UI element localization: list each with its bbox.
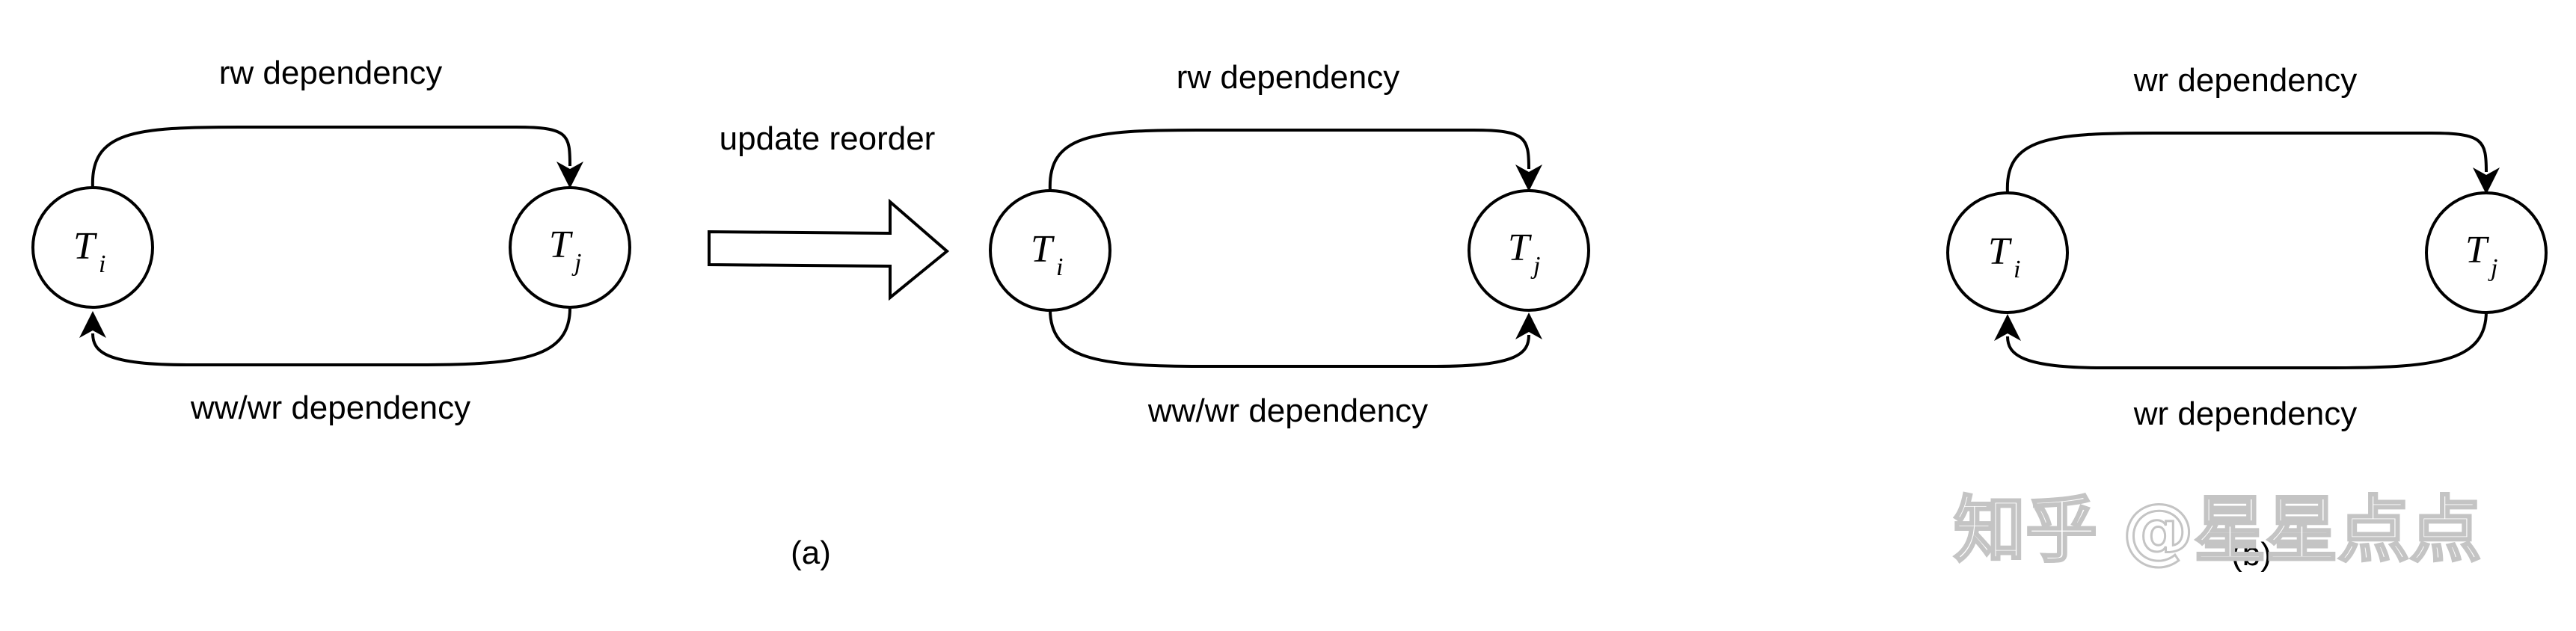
panel-a-right-graph: rw dependency ww/wr dependency T i T j bbox=[989, 59, 1590, 429]
node-ti-var: T bbox=[1031, 228, 1055, 271]
node-ti bbox=[989, 189, 1111, 312]
rw-dependency-label: rw dependency bbox=[219, 55, 442, 91]
wwwr-dependency-label: ww/wr dependency bbox=[190, 390, 470, 426]
update-reorder-transform: update reorder bbox=[708, 120, 950, 301]
watermark: 知乎 @星星点点 bbox=[1954, 488, 2481, 572]
rw-arrowhead bbox=[1515, 164, 1542, 191]
node-tj-var: T bbox=[2465, 229, 2489, 271]
wwwr-dependency-edge bbox=[91, 307, 571, 366]
node-tj-var: T bbox=[549, 224, 573, 266]
rw-dependency-edge bbox=[1048, 129, 1530, 192]
node-tj-var: T bbox=[1508, 227, 1532, 269]
node-tj bbox=[1468, 189, 1590, 312]
wwwr-dependency-label: ww/wr dependency bbox=[1147, 393, 1428, 429]
rw-arrowhead bbox=[556, 161, 583, 188]
node-ti bbox=[1946, 191, 2069, 314]
wr-dependency-top-edge bbox=[2005, 132, 2488, 194]
node-tj bbox=[2425, 191, 2548, 314]
node-ti-var: T bbox=[1988, 230, 2012, 273]
block-arrow-icon bbox=[708, 198, 950, 301]
rw-dependency-label: rw dependency bbox=[1177, 59, 1399, 96]
rw-dependency-edge bbox=[91, 126, 571, 189]
wr-dependency-bottom-label: wr dependency bbox=[2133, 395, 2357, 432]
wwwr-arrowhead bbox=[1515, 313, 1542, 339]
node-tj-sub: j bbox=[571, 249, 581, 277]
wr-bottom-arrowhead bbox=[1994, 314, 2021, 341]
wwwr-dependency-edge bbox=[1049, 309, 1530, 368]
wr-dependency-bottom-edge bbox=[2006, 310, 2488, 369]
caption-a: (a) bbox=[791, 535, 831, 571]
node-ti-sub: i bbox=[99, 250, 105, 278]
wr-dependency-top-label: wr dependency bbox=[2133, 62, 2357, 99]
update-reorder-label: update reorder bbox=[720, 120, 936, 157]
wr-top-arrowhead bbox=[2473, 167, 2500, 194]
node-tj-sub: j bbox=[1530, 252, 1540, 280]
node-ti bbox=[31, 186, 154, 309]
node-ti-sub: i bbox=[2014, 256, 2020, 283]
node-tj-sub: j bbox=[2488, 254, 2497, 282]
panel-a-left-graph: rw dependency ww/wr dependency T i T j bbox=[31, 55, 631, 426]
node-tj bbox=[509, 186, 631, 309]
wwwr-arrowhead bbox=[79, 311, 106, 338]
panel-b-graph: wr dependency wr dependency T i T j bbox=[1946, 62, 2548, 432]
node-ti-sub: i bbox=[1056, 253, 1063, 281]
caption-b: (b) bbox=[2231, 536, 2272, 573]
node-ti-var: T bbox=[73, 225, 97, 268]
